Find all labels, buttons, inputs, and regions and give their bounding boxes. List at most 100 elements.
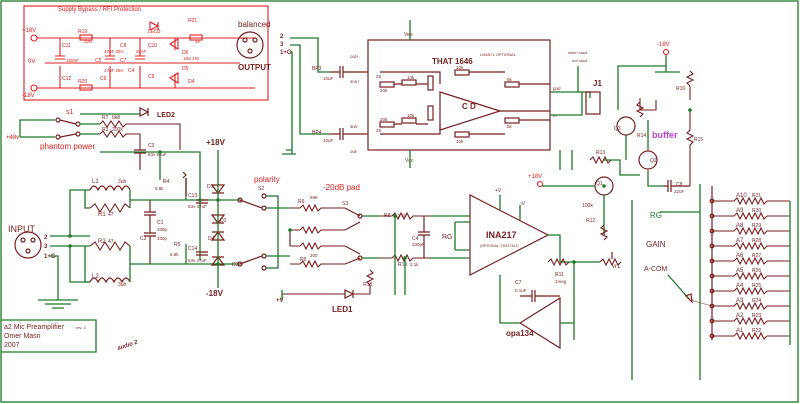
opa-c7: C7 bbox=[515, 280, 522, 286]
supply-title: Supply Bypass / RFI Protection bbox=[58, 7, 141, 13]
front-cap-2: C13 bbox=[188, 193, 197, 199]
buffer-r14: R14 bbox=[637, 133, 646, 139]
supply-part-1: R19 bbox=[78, 29, 87, 35]
ina-vminus: -V bbox=[520, 201, 526, 207]
supply-part-8: C10 bbox=[148, 43, 157, 49]
r6-pad-resistor bbox=[290, 203, 345, 213]
supply-part-11: C7 bbox=[120, 58, 127, 64]
ina-r10: R10 bbox=[398, 262, 407, 268]
gain-resistor-label: R24 bbox=[752, 298, 761, 304]
transistor-q2-icon bbox=[638, 150, 658, 170]
buffer-q2: Q2 bbox=[650, 158, 657, 164]
buffer-j1-pin-1: not used bbox=[572, 58, 587, 63]
opa-c7-val: 0.1uF bbox=[515, 288, 527, 293]
gain-label: GAIN bbox=[646, 240, 666, 249]
pad-led: LED1 bbox=[332, 305, 353, 314]
polarity-label: polarity bbox=[254, 175, 280, 184]
r8-pad-resistor bbox=[290, 225, 345, 235]
input-r1: R1 bbox=[98, 212, 106, 218]
l2-inductor bbox=[89, 277, 131, 284]
buffer-r12-val: 100k bbox=[582, 203, 593, 209]
ina-vplus: +V bbox=[495, 188, 502, 194]
gain-switch-contact bbox=[709, 333, 715, 339]
gain-resistor bbox=[712, 301, 790, 311]
output-res-1: 10k bbox=[407, 113, 415, 118]
phantom-title: phantom power bbox=[40, 142, 95, 151]
opa-label: opa134 bbox=[506, 329, 534, 338]
gain-resistor bbox=[712, 241, 790, 251]
phantom-r7: R7 bbox=[102, 115, 109, 121]
phantom-switch-label: s1 bbox=[66, 109, 74, 116]
supply-part-10: D5 bbox=[182, 66, 189, 72]
gain-position-label: A4 bbox=[736, 283, 744, 289]
gain-resistor-label: R30 bbox=[752, 208, 761, 214]
front-res-0: R4 bbox=[163, 179, 170, 185]
gain-position-label: A5 bbox=[736, 268, 744, 274]
led2-icon bbox=[139, 107, 150, 117]
supply-part-3: R21 bbox=[188, 18, 197, 24]
gain-resistor bbox=[712, 271, 790, 281]
gain-resistor bbox=[712, 211, 790, 221]
front-cap-val-3: 63v 47uF bbox=[188, 258, 207, 263]
phantom-c3-val: 63v 56uF bbox=[148, 152, 167, 157]
input-l1-val: 3uh bbox=[118, 179, 127, 185]
supply-box bbox=[23, 5, 269, 101]
ina-c4-val: 330pF bbox=[412, 242, 425, 247]
ina217-opamp-icon bbox=[469, 194, 550, 276]
gain-position-label: A2 bbox=[736, 313, 744, 319]
ina-sub: (OPTIONAL: THAT1512) bbox=[480, 244, 519, 248]
credits-author: Omer Masri bbox=[4, 333, 41, 340]
buffer-r16: R16 bbox=[676, 86, 685, 92]
gain-resistor-label: R26 bbox=[752, 268, 761, 274]
gain-resistor bbox=[712, 256, 790, 266]
protection-block: +18V -18V C1 330p C2 330p R4 6.8k R5 6.8… bbox=[140, 138, 239, 298]
output-res-4: 20k bbox=[380, 88, 388, 93]
front-diode-1: D2 bbox=[220, 218, 227, 224]
gain-position-label: A10 bbox=[736, 193, 747, 199]
gain-resistor-label: R27 bbox=[752, 253, 761, 259]
supply-val-3: 100nF bbox=[66, 58, 79, 63]
j1-jumper bbox=[585, 91, 601, 115]
input-r1-val: 47 bbox=[108, 212, 114, 218]
r18-resistor bbox=[282, 269, 375, 295]
supply-part-0: C11 bbox=[62, 43, 71, 49]
supply-part-6: C5 bbox=[95, 58, 102, 64]
pad-switch-id: S3 bbox=[342, 201, 348, 207]
gain-resistor-label: R28 bbox=[752, 238, 761, 244]
r7-resistor bbox=[99, 120, 181, 150]
output-res-3: 10k bbox=[456, 139, 464, 144]
phantom-r7-val: 6k8 bbox=[112, 115, 120, 121]
that1646-cd-glyph: C D bbox=[462, 102, 476, 111]
phantom-led: LED2 bbox=[157, 112, 175, 119]
buffer-r13: R13 bbox=[596, 150, 605, 156]
output-pin-txt-3: sns- bbox=[350, 124, 359, 129]
output-pin-1g: 1+G bbox=[280, 50, 292, 56]
opa-vr1: vr1 bbox=[612, 264, 621, 270]
r1-resistor bbox=[89, 202, 131, 214]
output-res-2: 10k bbox=[456, 65, 464, 70]
output-label: OUTPUT bbox=[238, 63, 271, 72]
r3-resistor bbox=[99, 130, 141, 150]
buffer-q3: Q3 bbox=[614, 126, 621, 132]
supply-val-5: 47uF 25V bbox=[104, 68, 124, 73]
supply-part-7: C6 bbox=[100, 76, 107, 82]
front-cap-1: C2 bbox=[140, 236, 147, 242]
opa-r11: R11 bbox=[555, 272, 564, 278]
ina217-block: R8 2.1k R10 2.1k C4 330pF INA217 (OPTION… bbox=[380, 188, 600, 295]
supply-part-15: D4 bbox=[188, 79, 195, 85]
gain-switch-contact bbox=[709, 228, 715, 234]
gain-resistor bbox=[712, 316, 790, 326]
r14-resistor bbox=[635, 98, 657, 118]
output-res-8: 25 bbox=[376, 74, 382, 79]
supply-val-6: 22nF bbox=[136, 49, 147, 54]
gain-resistor-label: R22 bbox=[752, 328, 761, 334]
credits-rev: rev. 3 bbox=[76, 325, 86, 330]
input-r2: R2 bbox=[98, 239, 106, 245]
